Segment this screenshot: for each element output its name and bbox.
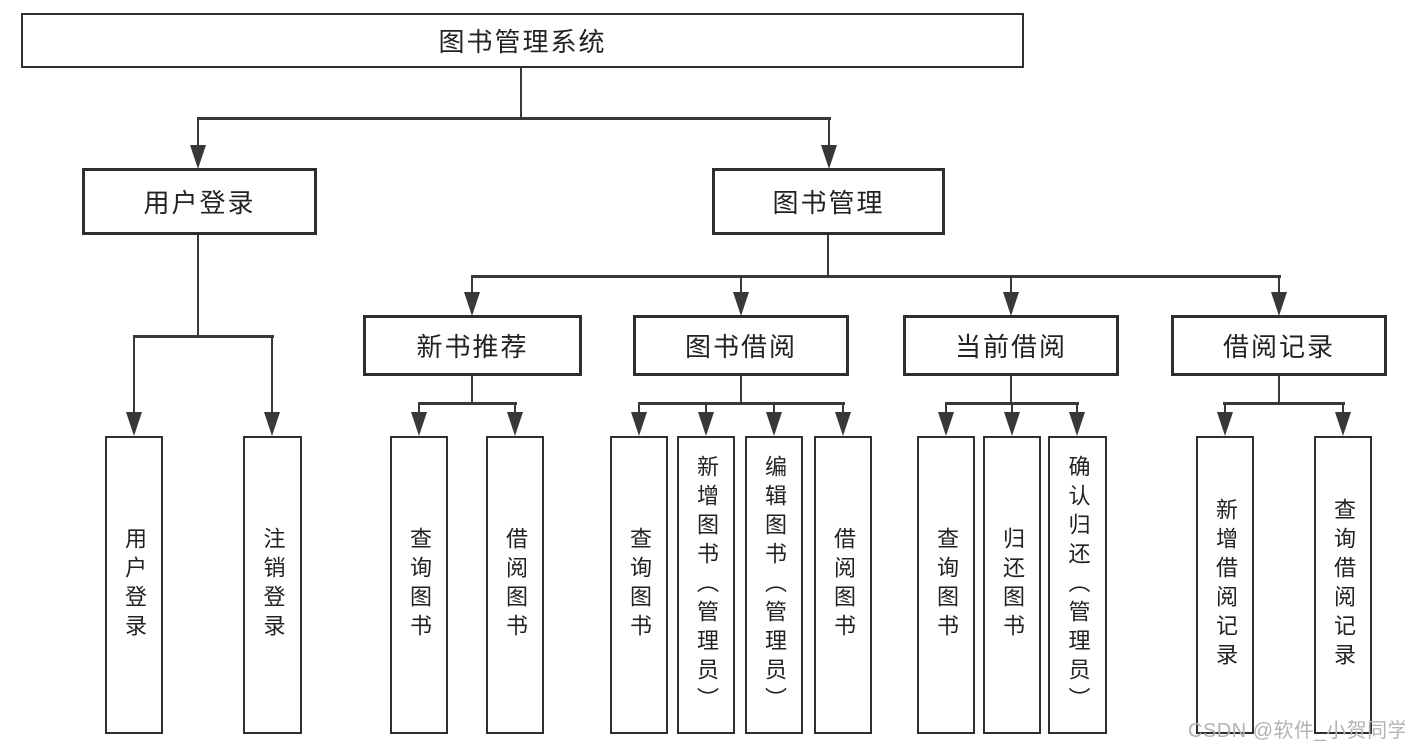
leaf-label: 查询借阅记录: [1331, 498, 1356, 672]
leaf-return-books: 归还图书: [983, 436, 1041, 734]
node-label: 用户登录: [143, 188, 256, 218]
arrow-down-icon: [507, 412, 523, 436]
connector-line: [1011, 402, 1013, 416]
leaf-label: 新增图书（管理员）: [694, 454, 719, 716]
leaf-label: 查询图书: [627, 527, 652, 643]
leaf-edit-books-admin: 编辑图书（管理员）: [745, 436, 803, 734]
arrow-down-icon: [1003, 292, 1019, 316]
leaf-query-books-borrow: 查询图书: [610, 436, 668, 734]
arrow-down-icon: [821, 145, 837, 169]
connector-line: [1223, 402, 1345, 405]
leaf-logout-login: 注销登录: [243, 436, 302, 734]
connector-line: [1278, 275, 1280, 295]
leaf-query-books-recommend: 查询图书: [390, 436, 448, 734]
node-book-management: 图书管理: [712, 168, 945, 235]
node-label: 图书借阅: [684, 332, 797, 362]
leaf-label: 新增借阅记录: [1213, 498, 1238, 672]
connector-line: [418, 402, 517, 405]
connector-line: [1076, 402, 1078, 416]
node-current-borrowing: 当前借阅: [903, 315, 1119, 376]
connector-line: [740, 376, 742, 404]
connector-line: [197, 235, 199, 337]
connector-line: [471, 376, 473, 404]
arrow-down-icon: [938, 412, 954, 436]
arrow-down-icon: [1217, 412, 1233, 436]
connector-line: [418, 402, 420, 416]
connector-line: [133, 335, 135, 416]
arrow-down-icon: [126, 412, 142, 436]
arrow-down-icon: [411, 412, 427, 436]
node-label: 借阅记录: [1222, 332, 1335, 362]
connector-line: [197, 117, 831, 120]
arrow-down-icon: [733, 292, 749, 316]
leaf-label: 用户登录: [122, 527, 147, 643]
arrow-down-icon: [190, 145, 206, 169]
connector-line: [842, 402, 844, 416]
connector-line: [133, 335, 274, 338]
connector-line: [828, 117, 830, 148]
connector-line: [520, 67, 522, 119]
leaf-label: 编辑图书（管理员）: [762, 454, 787, 716]
leaf-label: 借阅图书: [503, 527, 528, 643]
leaf-borrow-books-recommend: 借阅图书: [486, 436, 544, 734]
node-label: 图书管理系统: [438, 27, 607, 57]
connector-line: [471, 275, 473, 295]
connector-line: [1010, 376, 1012, 404]
connector-line: [471, 275, 1281, 278]
node-label: 图书管理: [772, 188, 885, 218]
connector-line: [638, 402, 845, 405]
leaf-query-books-current: 查询图书: [917, 436, 975, 734]
connector-line: [773, 402, 775, 416]
arrow-down-icon: [264, 412, 280, 436]
leaf-add-borrow-record: 新增借阅记录: [1196, 436, 1254, 734]
leaf-query-borrow-record: 查询借阅记录: [1314, 436, 1372, 734]
arrow-down-icon: [1335, 412, 1351, 436]
node-label: 新书推荐: [416, 332, 529, 362]
node-library-management-system: 图书管理系统: [21, 13, 1024, 68]
arrow-down-icon: [835, 412, 851, 436]
connector-line: [1224, 402, 1226, 416]
connector-line: [1278, 376, 1280, 404]
leaf-add-books-admin: 新增图书（管理员）: [677, 436, 735, 734]
connector-line: [514, 402, 516, 416]
node-label: 当前借阅: [954, 332, 1067, 362]
node-new-book-recommendation: 新书推荐: [363, 315, 582, 376]
node-user-login: 用户登录: [82, 168, 317, 235]
leaf-user-login: 用户登录: [105, 436, 163, 734]
leaf-label: 查询图书: [407, 527, 432, 643]
arrow-down-icon: [1004, 412, 1020, 436]
csdn-watermark: CSDN @软件_小贺同学: [1188, 720, 1405, 742]
leaf-label: 查询图书: [934, 527, 959, 643]
connector-line: [197, 117, 199, 148]
node-book-borrowing: 图书借阅: [633, 315, 849, 376]
connector-line: [945, 402, 947, 416]
leaf-confirm-return-admin: 确认归还（管理员）: [1048, 436, 1107, 734]
arrow-down-icon: [1069, 412, 1085, 436]
arrow-down-icon: [631, 412, 647, 436]
node-borrowing-records: 借阅记录: [1171, 315, 1387, 376]
leaf-borrow-books-borrow: 借阅图书: [814, 436, 872, 734]
connector-line: [740, 275, 742, 295]
arrow-down-icon: [698, 412, 714, 436]
arrow-down-icon: [1271, 292, 1287, 316]
leaf-label: 注销登录: [260, 527, 286, 643]
arrow-down-icon: [766, 412, 782, 436]
leaf-label: 归还图书: [1000, 527, 1025, 643]
connector-line: [271, 335, 273, 416]
arrow-down-icon: [464, 292, 480, 316]
connector-line: [1010, 275, 1012, 295]
leaf-label: 借阅图书: [831, 527, 856, 643]
connector-line: [705, 402, 707, 416]
connector-line: [827, 235, 829, 277]
leaf-label: 确认归还（管理员）: [1065, 454, 1091, 716]
connector-line: [638, 402, 640, 416]
connector-line: [1342, 402, 1344, 416]
